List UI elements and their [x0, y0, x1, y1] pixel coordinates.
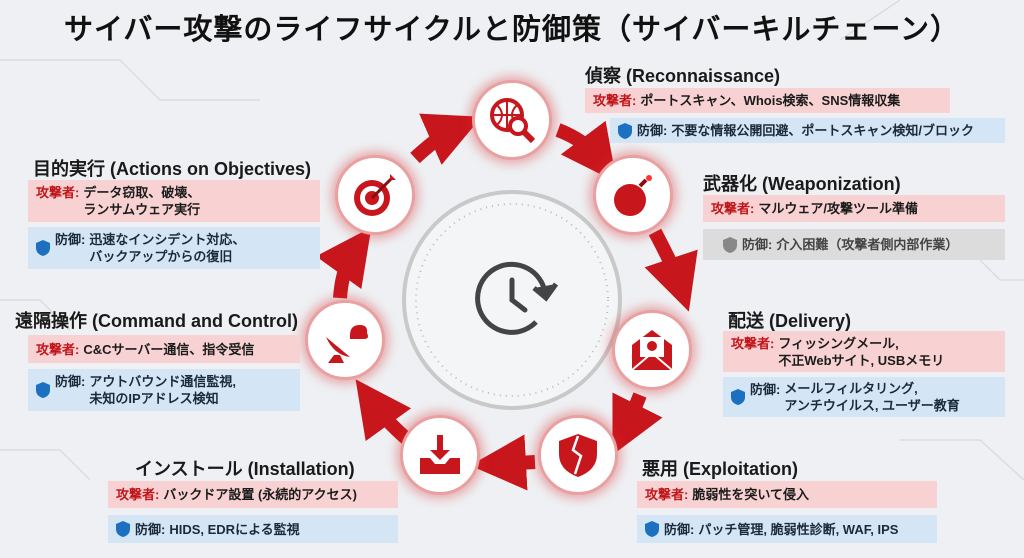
- attacker-label: 攻撃者:: [36, 341, 80, 357]
- defense-label: 防御:: [55, 232, 86, 247]
- bomb-icon: [593, 155, 673, 235]
- stage-title-reconnaissance: 偵察 (Reconnaissance): [585, 66, 781, 86]
- attacker-box-delivery: 攻撃者:フィッシングメール, 不正Webサイト, USBメモリ: [723, 331, 1005, 372]
- defense-text: 介入困難（攻撃者側内部作業）: [776, 237, 959, 252]
- attacker-label: 攻撃者:: [116, 487, 160, 502]
- defense-label: 防御:: [637, 123, 668, 138]
- defense-box-weaponization: 防御:介入困難（攻撃者側内部作業）: [703, 229, 1005, 260]
- defense-box-command-and-control: 防御:アウトバウンド通信監視, 未知のIPアドレス検知: [28, 369, 300, 411]
- attacker-text: マルウェア/攻撃ツール準備: [758, 201, 918, 216]
- defense-label: 防御:: [55, 374, 86, 389]
- satellite-dish-icon: [305, 300, 385, 380]
- attacker-label: 攻撃者:: [593, 93, 637, 108]
- malicious-email-icon: [612, 310, 692, 390]
- shield-icon: [116, 521, 130, 537]
- defense-label: 防御:: [664, 521, 695, 537]
- attacker-text: バックドア設置 (永続的アクセス): [163, 487, 357, 502]
- attacker-label: 攻撃者:: [731, 336, 775, 351]
- attacker-label: 攻撃者:: [645, 487, 689, 502]
- attacker-box-installation: 攻撃者:バックドア設置 (永続的アクセス): [108, 481, 398, 508]
- defense-box-delivery: 防御:メールフィルタリング, アンチウイルス, ユーザー教育: [723, 377, 1005, 417]
- shield-icon: [731, 389, 745, 405]
- defense-box-exploitation: 防御:パッチ管理, 脆弱性診断, WAF, IPS: [637, 515, 937, 543]
- shield-icon: [645, 521, 659, 537]
- stage-title-delivery: 配送 (Delivery): [728, 311, 852, 331]
- attacker-text: C&Cサーバー通信、指令受信: [83, 341, 255, 357]
- stage-title-exploitation: 悪用 (Exploitation): [642, 459, 798, 479]
- shield-icon: [723, 236, 737, 253]
- defense-text: 不要な情報公開回避、ポートスキャン検知/ブロック: [671, 123, 974, 138]
- stage-title-command-and-control: 遠隔操作 (Command and Control): [15, 311, 298, 331]
- defense-text: アウトバウンド通信監視, 未知のIPアドレス検知: [89, 374, 236, 406]
- clock-ticks: [415, 203, 609, 397]
- attacker-text: ポートスキャン、Whois検索、SNS情報収集: [640, 93, 901, 108]
- attacker-label: 攻撃者:: [36, 185, 80, 200]
- defense-label: 防御:: [135, 521, 166, 537]
- attacker-text: 脆弱性を突いて侵入: [692, 487, 809, 502]
- defense-text: メールフィルタリング, アンチウイルス, ユーザー教育: [784, 381, 960, 413]
- target-icon: [335, 155, 415, 235]
- stage-title-weaponization: 武器化 (Weaponization): [703, 174, 901, 194]
- stage-title-installation: インストール (Installation): [135, 459, 355, 479]
- defense-box-reconnaissance: 防御:不要な情報公開回避、ポートスキャン検知/ブロック: [610, 118, 1005, 143]
- attacker-box-exploitation: 攻撃者:脆弱性を突いて侵入: [637, 481, 937, 508]
- defense-box-installation: 防御:HIDS, EDRによる監視: [108, 515, 398, 543]
- shield-icon: [36, 240, 50, 256]
- attacker-text: フィッシングメール, 不正Webサイト, USBメモリ: [778, 335, 945, 368]
- globe-search-icon: [472, 80, 552, 160]
- defense-text: HIDS, EDRによる監視: [169, 521, 300, 537]
- defense-label: 防御:: [750, 382, 781, 397]
- attacker-box-reconnaissance: 攻撃者:ポートスキャン、Whois検索、SNS情報収集: [585, 88, 950, 113]
- broken-shield-icon: [538, 415, 618, 495]
- page-title: サイバー攻撃のライフサイクルと防御策（サイバーキルチェーン）: [64, 14, 960, 46]
- clock-cycle-icon: [475, 261, 559, 335]
- attacker-label: 攻撃者:: [711, 201, 755, 216]
- attacker-text: データ窃取、破壊、 ランサムウェア実行: [83, 185, 201, 217]
- defense-text: パッチ管理, 脆弱性診断, WAF, IPS: [698, 521, 899, 537]
- defense-text: 迅速なインシデント対応、 バックアップからの復旧: [89, 232, 246, 264]
- attacker-box-command-and-control: 攻撃者:C&Cサーバー通信、指令受信: [28, 335, 300, 363]
- attacker-box-weaponization: 攻撃者:マルウェア/攻撃ツール準備: [703, 195, 1005, 222]
- attacker-box-actions-on-objectives: 攻撃者:データ窃取、破壊、 ランサムウェア実行: [28, 180, 320, 222]
- defense-label: 防御:: [742, 237, 773, 252]
- stage-title-actions-on-objectives: 目的実行 (Actions on Objectives): [33, 159, 312, 179]
- shield-icon: [36, 382, 50, 398]
- defense-box-actions-on-objectives: 防御:迅速なインシデント対応、 バックアップからの復旧: [28, 227, 320, 269]
- download-tray-icon: [400, 415, 480, 495]
- cycle-arrows: [315, 113, 698, 491]
- shield-icon: [618, 122, 632, 139]
